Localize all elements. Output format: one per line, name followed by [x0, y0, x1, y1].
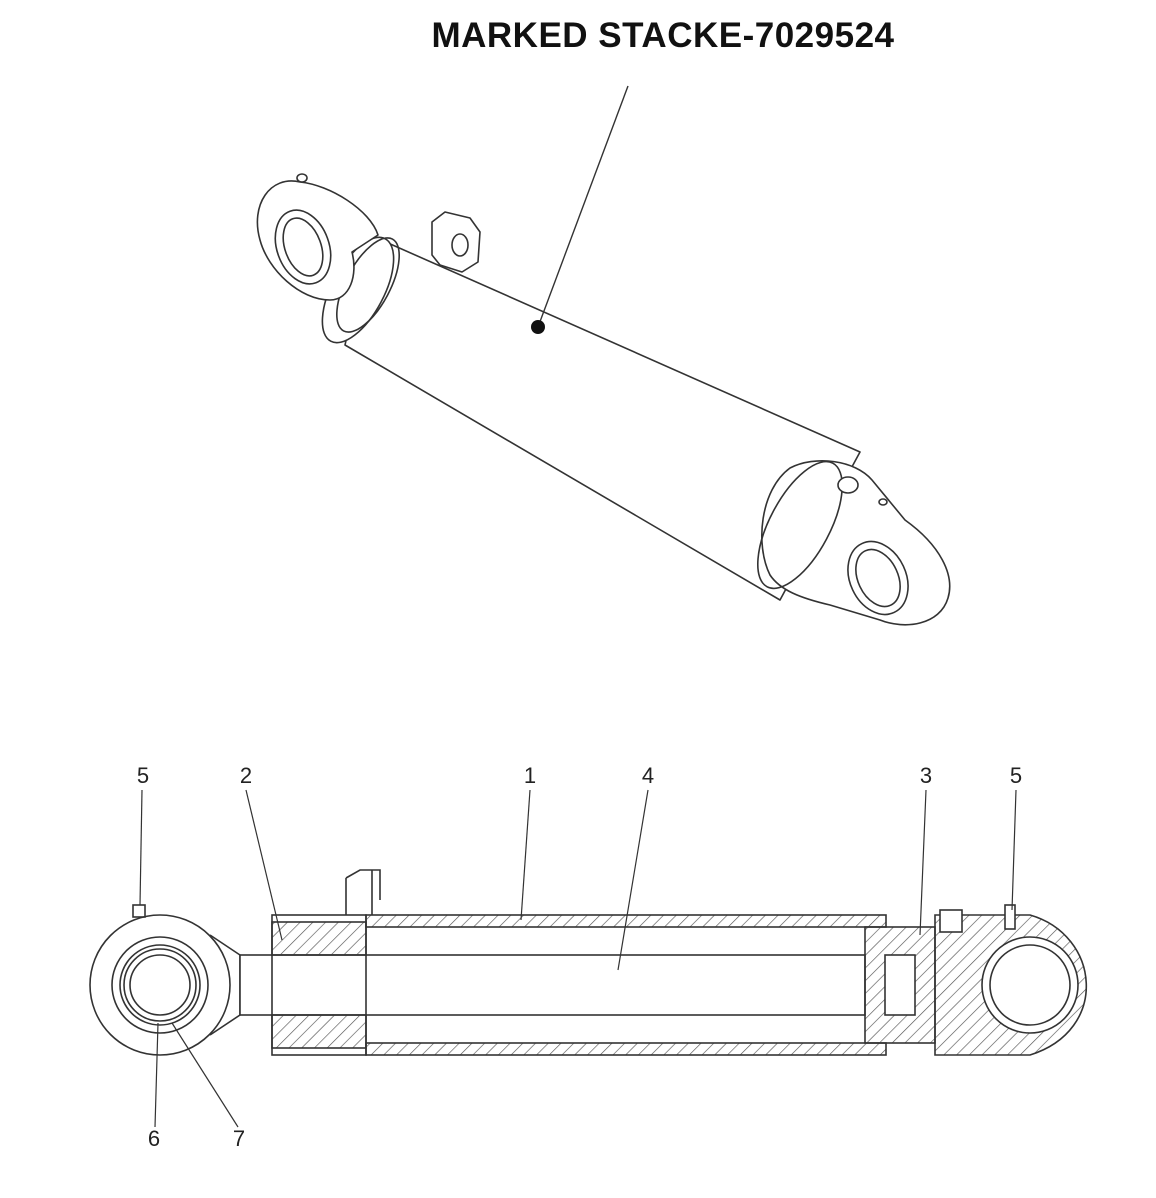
section-left-grease-nipple — [132, 904, 146, 918]
callout-3: 3 — [919, 763, 933, 788]
right-bearing — [847, 540, 909, 616]
left-grease-nipple — [296, 173, 308, 183]
diagram-title: MARKED STACKE-7029524 — [431, 16, 895, 55]
marked-dot — [531, 320, 545, 334]
marked-leader-line — [537, 85, 629, 328]
section-piston-rod — [239, 954, 866, 1016]
section-port — [345, 869, 381, 915]
callout-5-left: 5 — [136, 763, 150, 788]
section-gland — [271, 921, 367, 956]
port-block — [431, 211, 481, 273]
leader-lines — [139, 789, 1017, 1128]
callout-6: 6 — [147, 1126, 161, 1151]
section-right-grease-nipple — [1004, 904, 1016, 930]
section-left-eye — [89, 914, 231, 1056]
callout-1: 1 — [523, 763, 537, 788]
callout-2: 2 — [239, 763, 253, 788]
section-barrel-bottom — [365, 1042, 887, 1056]
left-bearing — [274, 209, 332, 285]
right-grease-nipple — [878, 498, 888, 506]
callout-5-right: 5 — [1009, 763, 1023, 788]
isometric-cylinder — [256, 173, 951, 626]
section-view — [89, 869, 1088, 1056]
callout-4: 4 — [641, 763, 655, 788]
callout-7: 7 — [232, 1126, 246, 1151]
